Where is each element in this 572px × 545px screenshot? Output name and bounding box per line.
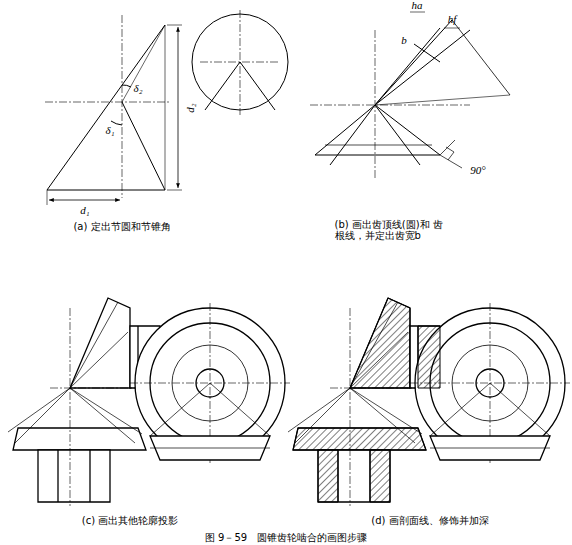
- dimension-label: δ₁: [106, 124, 115, 136]
- gear-assembly: [8, 298, 570, 506]
- dimension-label: b: [401, 34, 407, 46]
- dimension-label: δ₂: [134, 82, 143, 94]
- dimension-label: 90°: [470, 164, 485, 176]
- dimension-label: d₂: [184, 103, 196, 112]
- sub-caption: (a) 定出节圆和节锥角: [73, 221, 170, 232]
- sub-caption: (d) 画剖面线、修饰并加深: [371, 515, 488, 526]
- dimension-label: ha: [412, 0, 423, 11]
- sub-caption: (c) 画出其他轮廓投影: [82, 515, 178, 526]
- dimension-label: hf: [448, 13, 457, 25]
- figure-caption: 图 9－59 圆锥齿轮啮合的画图步骤: [205, 532, 367, 543]
- dimension-label: d₁: [80, 204, 89, 216]
- sub-caption: (b) 画出齿顶线(圆)和 齿根线，并定出齿宽b: [335, 219, 450, 241]
- tooth-line-drawing: [310, 12, 510, 180]
- section-hatching: [293, 298, 440, 502]
- pitch-cone-drawing: [45, 10, 288, 205]
